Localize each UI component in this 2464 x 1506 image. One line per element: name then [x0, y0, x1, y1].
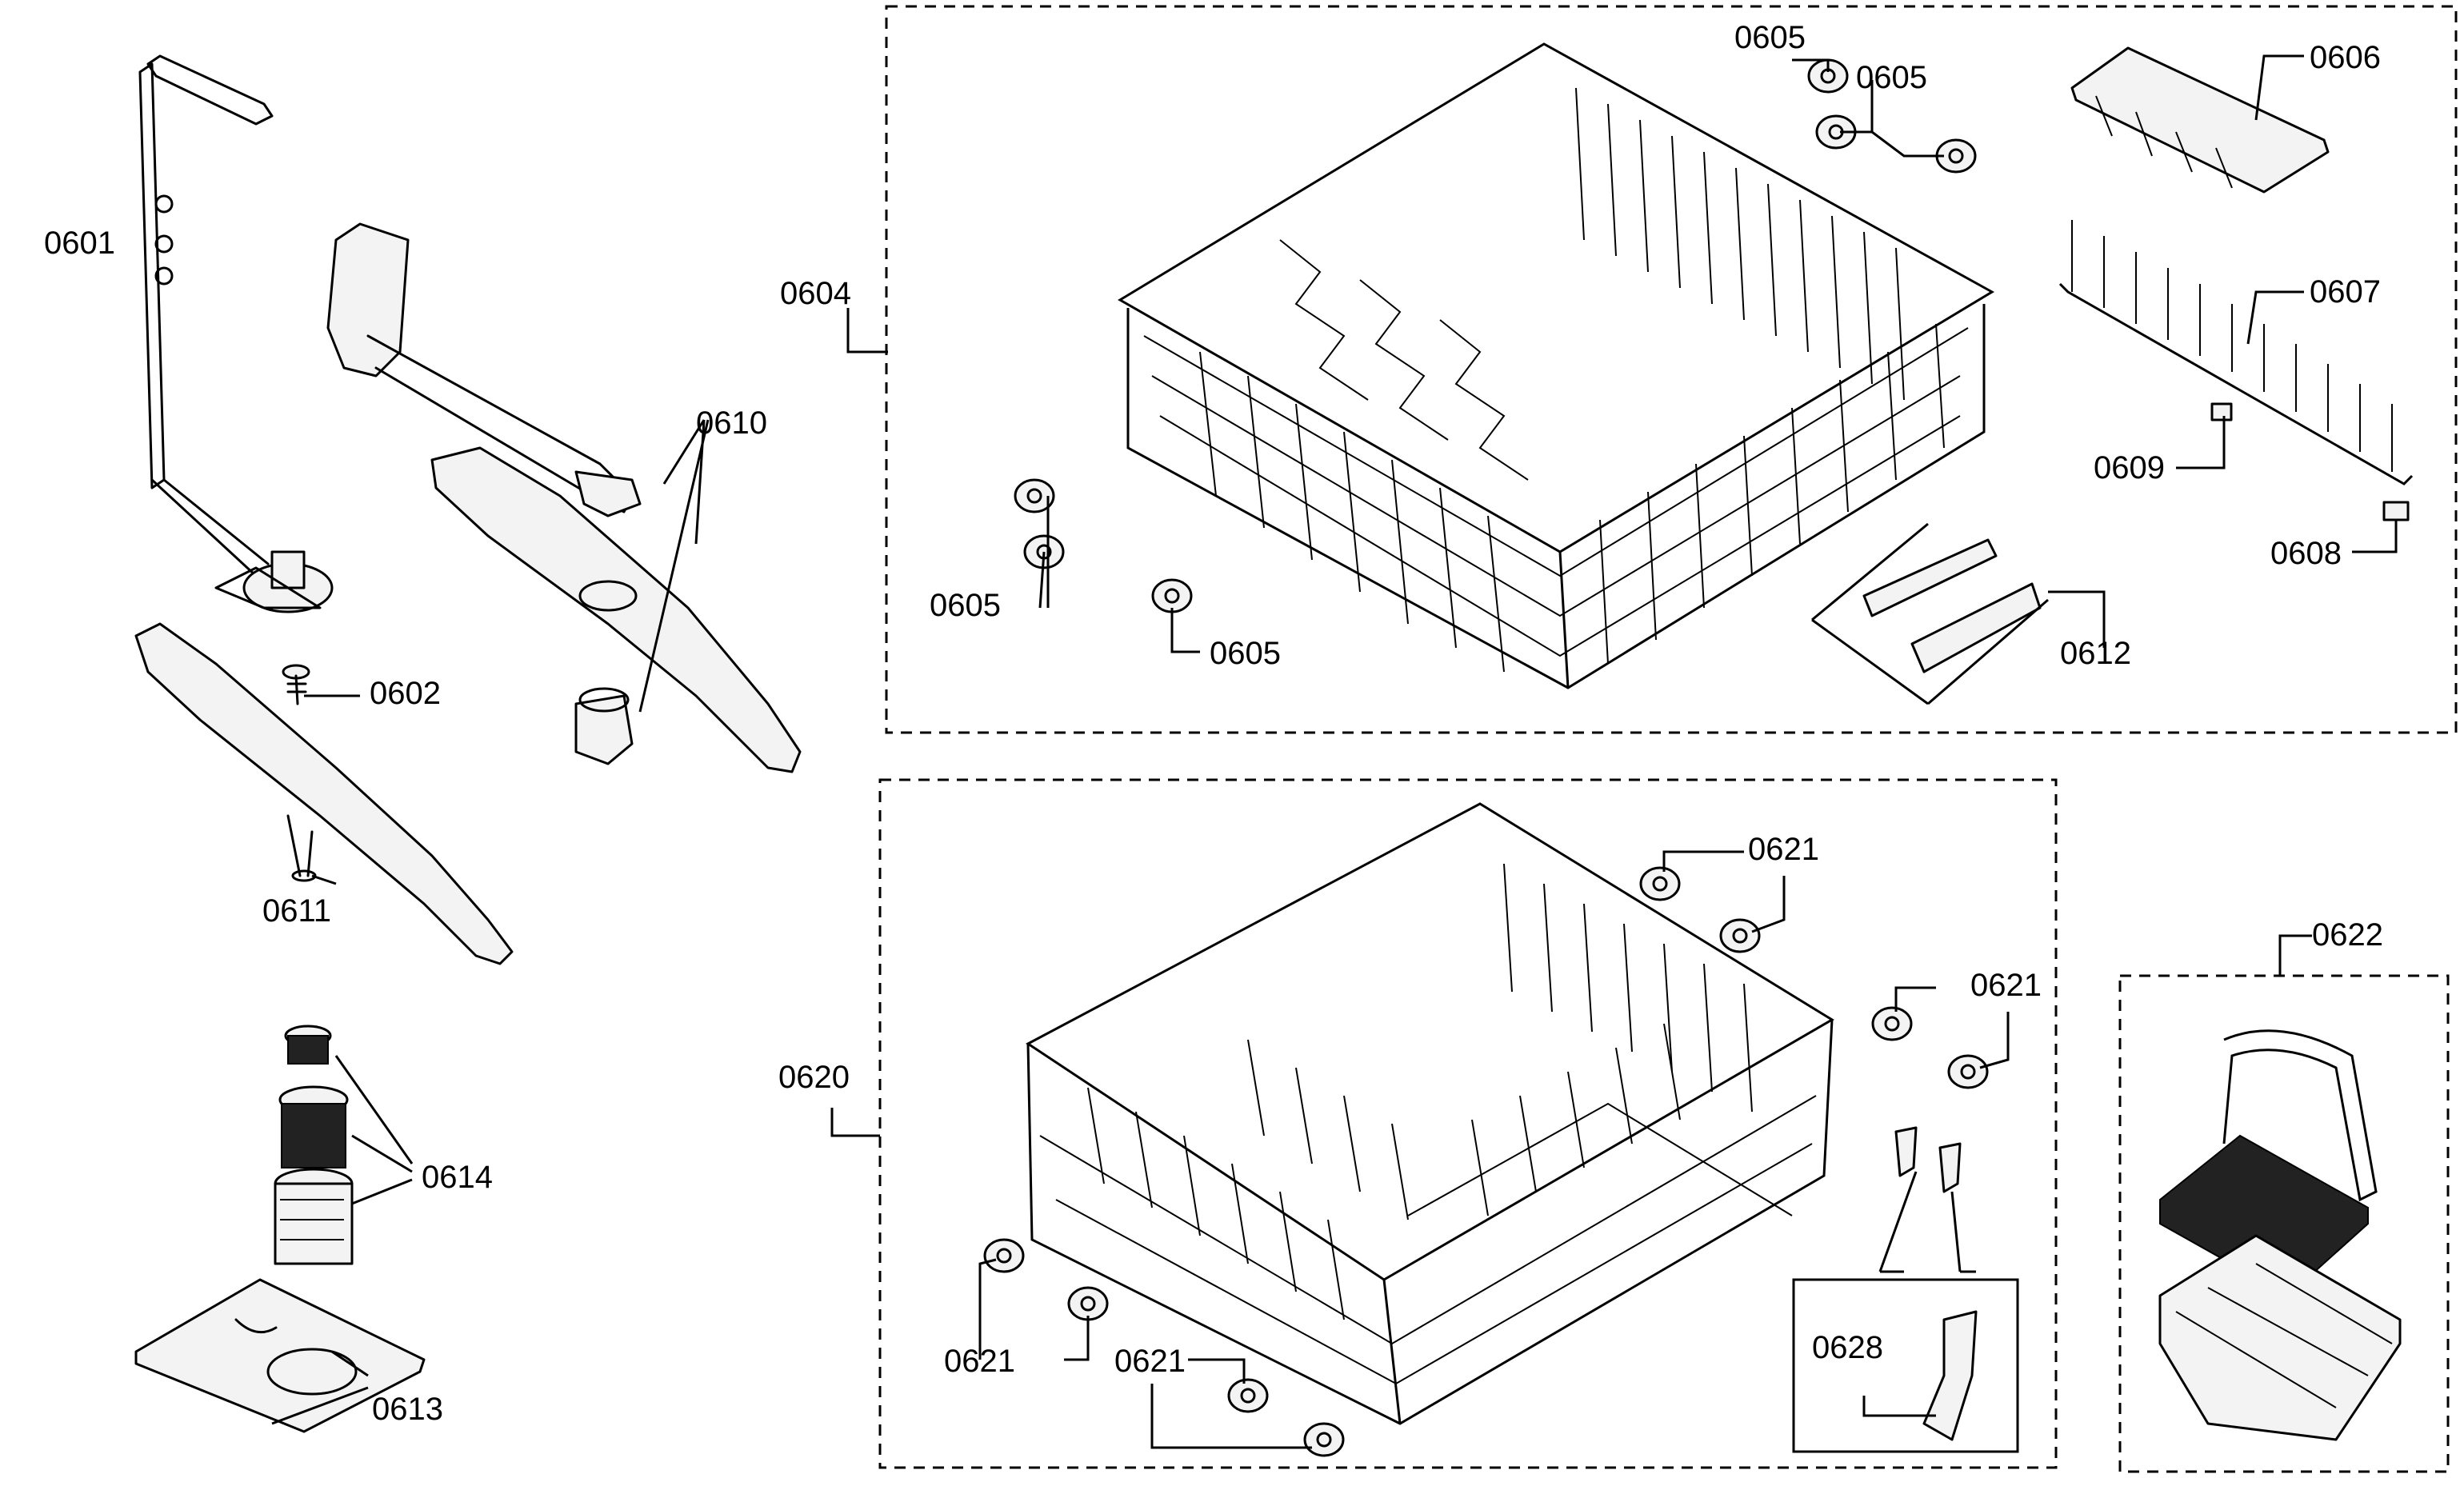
clip-0609	[2210, 402, 2233, 421]
label-0611: 0611	[262, 893, 331, 929]
label-0604: 0604	[780, 276, 851, 311]
label-0601: 0601	[44, 226, 115, 261]
label-0612: 0612	[2060, 636, 2131, 671]
label-0602: 0602	[370, 676, 441, 711]
label-0620: 0620	[778, 1060, 850, 1095]
label-0610: 0610	[696, 405, 767, 441]
label-0628: 0628	[1812, 1330, 1883, 1365]
clip-detail-box	[1792, 1278, 2019, 1453]
label-0606: 0606	[2310, 40, 2381, 75]
label-0607: 0607	[2310, 274, 2381, 310]
cutlery-basket-0622	[2158, 1029, 2402, 1441]
label-0608: 0608	[2270, 536, 2342, 571]
wheel-0605-top-1	[1807, 58, 1849, 94]
upper-rack-tines	[1199, 87, 1945, 673]
wheel-0621-5	[983, 1238, 1025, 1273]
cup-shelf-0606	[2070, 46, 2330, 194]
wheel-0621-7	[1227, 1378, 1269, 1413]
wheel-0621-4	[1947, 1054, 1989, 1089]
wheel-0605-left-3	[1151, 578, 1193, 613]
spray-pipe-0601	[138, 54, 334, 613]
label-0621-bottom: 0621	[1114, 1344, 1186, 1379]
label-0621-right: 0621	[1970, 968, 2042, 1003]
leader-lines	[271, 54, 2398, 1449]
upper-spray-arm-0610	[326, 222, 802, 773]
label-0621-left: 0621	[944, 1344, 1015, 1379]
wheel-0605-left-1	[1014, 478, 1055, 513]
upper-rack-0604	[1118, 42, 1994, 689]
clip-0628-small-1	[1894, 1126, 1918, 1177]
lower-rack-group-box	[878, 778, 2058, 1469]
tine-row-0607	[2058, 220, 2414, 485]
clip-0628-large	[1922, 1310, 1978, 1441]
handle-parts-0612	[1811, 522, 2049, 705]
filter-assembly-0614	[274, 1025, 354, 1265]
label-0605-left: 0605	[930, 588, 1001, 623]
screw-0602	[282, 664, 310, 705]
label-0605-top-left: 0605	[1734, 20, 1806, 55]
label-0621-top: 0621	[1748, 832, 1819, 867]
label-0622: 0622	[2312, 917, 2383, 953]
lower-rack-tines	[1087, 863, 1793, 1320]
label-0613: 0613	[372, 1392, 443, 1427]
wheel-0621-8	[1303, 1422, 1345, 1457]
wheel-0621-2	[1719, 918, 1761, 953]
lower-rack-0620	[1026, 802, 1834, 1425]
label-0605-bottom: 0605	[1210, 636, 1281, 671]
clip-0628-small-2	[1938, 1142, 1962, 1193]
upper-rack-group-box	[885, 5, 2458, 734]
wheel-0621-6	[1067, 1286, 1109, 1321]
wheel-0621-3	[1871, 1006, 1913, 1041]
cutlery-basket-group-box	[2118, 974, 2450, 1473]
clip-0608	[2382, 501, 2410, 521]
label-0614: 0614	[422, 1160, 493, 1195]
label-0609: 0609	[2094, 450, 2165, 485]
wheel-0621-1	[1639, 866, 1681, 901]
label-0605-top-right: 0605	[1856, 60, 1927, 95]
